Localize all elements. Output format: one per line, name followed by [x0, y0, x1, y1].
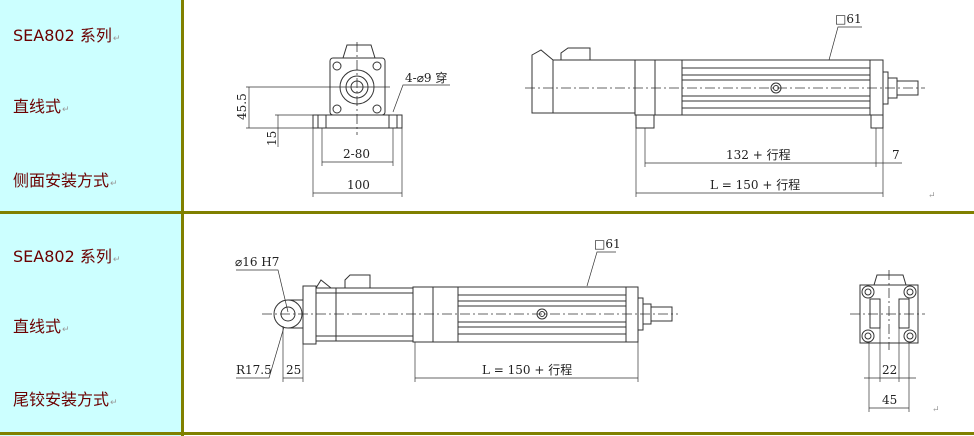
dim-length: L = 150 + 行程 — [710, 177, 800, 192]
label-column — [0, 0, 181, 436]
side-mount-side-view: 132 + 行程 7 L = 150 + 行程 □61 ↵ — [525, 12, 936, 201]
svg-text:↵: ↵ — [932, 405, 940, 415]
dim-end: 7 — [892, 148, 900, 162]
svg-text:↵: ↵ — [928, 191, 936, 201]
hole-note: 4-⌀9 穿 — [405, 70, 447, 85]
row1-mount-label: 侧面安装方式↵ — [13, 171, 118, 190]
table-bottom-border — [0, 432, 974, 435]
section-note: □61 — [835, 12, 862, 26]
tail-mount-end-view: 22 45 ↵ — [850, 270, 940, 415]
dim-hole-spacing: 2-80 — [343, 147, 370, 161]
dim-clevis: 25 — [286, 363, 301, 377]
row2-type-label: 直线式↵ — [13, 317, 70, 336]
dim-outer: 45 — [882, 393, 897, 407]
dim-width: 100 — [347, 178, 370, 192]
dim-inner: 22 — [882, 363, 897, 377]
section-note: □61 — [594, 237, 621, 251]
dim-height: 45.5 — [235, 93, 249, 120]
tail-mount-side-view: ⌀16 H7 R17.5 25 L = 150 + 行程 □61 — [235, 237, 678, 382]
row2-series-label: SEA802 系列↵ — [13, 247, 121, 266]
side-mount-front-view: 45.5 15 2-80 100 4-⌀9 穿 — [235, 42, 450, 197]
row1-type-label: 直线式↵ — [13, 97, 70, 116]
row2-mount-label: 尾铰安装方式↵ — [13, 390, 118, 409]
radius-note: R17.5 — [236, 363, 272, 377]
column-divider — [181, 0, 184, 436]
row-divider — [0, 211, 974, 214]
dim-foot: 15 — [265, 131, 279, 146]
bore-note: ⌀16 H7 — [235, 255, 279, 269]
row1-series-label: SEA802 系列↵ — [13, 26, 121, 45]
dim-mount: 132 + 行程 — [726, 147, 791, 162]
dim-length: L = 150 + 行程 — [482, 362, 572, 377]
